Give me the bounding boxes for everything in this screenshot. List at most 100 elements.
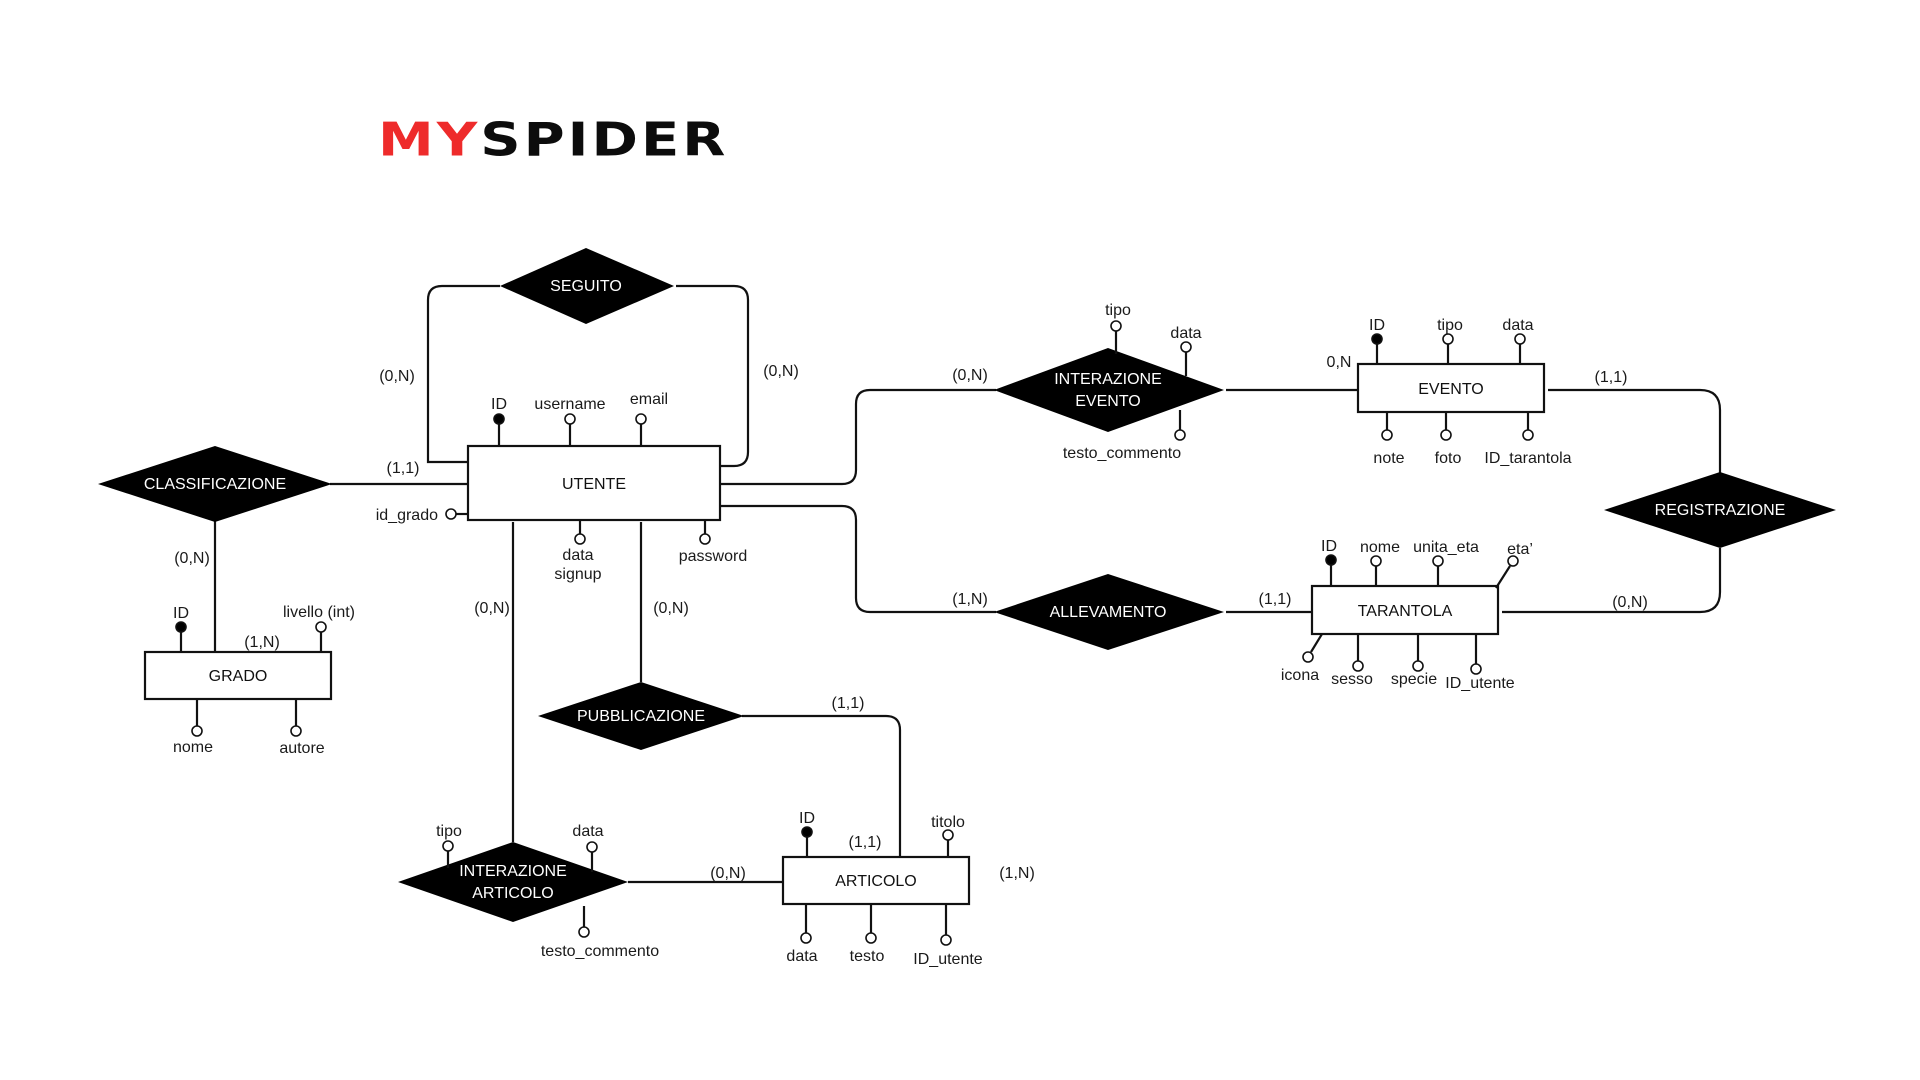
- relationship-allevamento: ALLEVAMENTO: [994, 574, 1224, 650]
- attr-interazione-articolo-testo-commento: testo_commento: [541, 943, 659, 960]
- connection-lines: [213, 284, 1722, 884]
- attr-evento-data: data: [1502, 317, 1533, 334]
- relationship-registrazione: REGISTRAZIONE: [1604, 472, 1836, 548]
- attr-interazione-evento-testo-commento: testo_commento: [1063, 445, 1181, 462]
- card-evento-registrazione: (1,1): [1595, 369, 1628, 386]
- entity-articolo: ARTICOLO: [781, 855, 971, 906]
- card-articolo-id: (1,1): [849, 834, 882, 851]
- attr-tarantola-id-utente: ID_utente: [1445, 675, 1514, 692]
- entity-utente-label: UTENTE: [562, 476, 626, 493]
- relationship-interazione-evento: INTERAZIONE EVENTO: [994, 348, 1224, 432]
- attr-tarantola-unita-eta: unita_eta: [1413, 539, 1479, 556]
- attr-tarantola-icona: icona: [1281, 667, 1319, 684]
- relationship-pubblicazione-label: PUBBLICAZIONE: [577, 708, 705, 725]
- card-utente-pubblicazione: (0,N): [653, 600, 689, 617]
- attr-interazione-articolo-tipo: tipo: [436, 823, 462, 840]
- attr-evento-tipo: tipo: [1437, 317, 1463, 334]
- attr-evento-note: note: [1373, 450, 1404, 467]
- entity-evento-label: EVENTO: [1418, 381, 1484, 398]
- card-seguito-left: (0,N): [379, 368, 415, 385]
- attributes-utente: ID username email id_grado data signup p…: [376, 391, 748, 583]
- attr-evento-id: ID: [1369, 317, 1385, 334]
- attr-utente-id-grado: id_grado: [376, 507, 438, 524]
- card-articolo-interazione-articolo: (0,N): [710, 865, 746, 882]
- attr-utente-data-signup-2: signup: [554, 566, 601, 583]
- entity-tarantola-label: TARANTOLA: [1358, 603, 1453, 620]
- myspider-logo: MYSPIDER: [378, 118, 728, 164]
- card-articolo-right: (1,N): [999, 865, 1035, 882]
- relationship-allevamento-label: ALLEVAMENTO: [1050, 604, 1167, 621]
- attr-evento-id-marker: [1371, 333, 1383, 345]
- cardinalities: (0,N) (0,N) (1,1) (0,N) (1,N) (0,N) 0,N …: [174, 354, 1648, 882]
- link-seguito-left: [426, 284, 500, 464]
- attr-tarantola-sesso: sesso: [1331, 671, 1373, 688]
- card-grado-classificazione: (1,N): [244, 634, 280, 651]
- attr-tarantola-id: ID: [1321, 538, 1337, 555]
- link-seguito-right: [676, 284, 750, 468]
- attr-articolo-titolo: titolo: [931, 814, 965, 831]
- attr-grado-nome: nome: [173, 739, 213, 756]
- relationship-pubblicazione: PUBBLICAZIONE: [538, 682, 744, 750]
- attr-interazione-articolo-data: data: [572, 823, 603, 840]
- entity-grado: GRADO: [143, 650, 333, 701]
- card-utente-allevamento: (1,N): [952, 591, 988, 608]
- attr-tarantola-eta: eta’: [1507, 541, 1533, 558]
- attr-grado-autore: autore: [279, 740, 324, 757]
- attr-tarantola-nome: nome: [1360, 539, 1400, 556]
- relationship-registrazione-label: REGISTRAZIONE: [1655, 502, 1786, 519]
- relationship-seguito-label: SEGUITO: [550, 278, 622, 295]
- attr-grado-id-marker: [175, 621, 187, 633]
- relationship-interazione-articolo: INTERAZIONE ARTICOLO: [398, 842, 628, 922]
- attr-evento-foto: foto: [1435, 450, 1462, 467]
- link-pubblicazione-articolo: [742, 714, 902, 858]
- attributes-tarantola: ID nome unita_eta eta’ icona sesso speci…: [1281, 538, 1533, 692]
- attributes-evento: ID tipo data note foto ID_tarantola: [1369, 317, 1572, 467]
- attr-interazione-evento-tipo: tipo: [1105, 302, 1131, 319]
- entity-grado-label: GRADO: [209, 668, 268, 685]
- attr-utente-id: ID: [491, 396, 507, 413]
- entity-articolo-label: ARTICOLO: [835, 873, 917, 890]
- relationship-classificazione-label: CLASSIFICAZIONE: [144, 476, 286, 493]
- attributes-interazione-articolo: tipo data testo_commento: [436, 823, 659, 960]
- attr-articolo-data: data: [786, 948, 817, 965]
- entity-tarantola: TARANTOLA: [1310, 584, 1500, 636]
- card-utente-classificazione: (1,1): [387, 460, 420, 477]
- relationship-interazione-evento-label-1: INTERAZIONE: [1054, 371, 1162, 388]
- link-utente-interazione-evento: [720, 388, 996, 486]
- card-articolo-pubblicazione: (1,1): [832, 695, 865, 712]
- attr-tarantola-id-marker: [1325, 554, 1337, 566]
- attr-utente-password: password: [679, 548, 747, 565]
- attributes-articolo: ID titolo data testo ID_utente: [786, 810, 982, 968]
- attr-utente-username: username: [534, 396, 605, 413]
- relationship-interazione-evento-label-2: EVENTO: [1075, 393, 1141, 410]
- attr-utente-id-marker: [493, 413, 505, 425]
- attr-articolo-id-marker: [801, 826, 813, 838]
- relationship-seguito: SEGUITO: [500, 248, 674, 324]
- attributes-interazione-evento: tipo data testo_commento: [1063, 302, 1202, 462]
- relationship-interazione-articolo-label-1: INTERAZIONE: [459, 863, 567, 880]
- attr-articolo-testo: testo: [850, 948, 885, 965]
- link-evento-registrazione: [1548, 388, 1722, 474]
- attr-evento-id-tarantola: ID_tarantola: [1484, 450, 1571, 467]
- entity-utente: UTENTE: [466, 444, 722, 522]
- card-utente-interazione-articolo: (0,N): [474, 600, 510, 617]
- entity-evento: EVENTO: [1356, 362, 1546, 414]
- attr-grado-livello: livello (int): [283, 604, 355, 621]
- relationship-interazione-articolo-label-2: ARTICOLO: [472, 885, 554, 902]
- logo-spider: SPIDER: [480, 113, 729, 168]
- card-evento-interazione-evento: 0,N: [1327, 354, 1352, 371]
- card-tarantola-registrazione: (0,N): [1612, 594, 1648, 611]
- card-utente-interazione-evento: (0,N): [952, 367, 988, 384]
- relationship-classificazione: CLASSIFICAZIONE: [98, 446, 332, 522]
- attr-utente-data-signup-1: data: [562, 547, 593, 564]
- link-registrazione-tarantola: [1502, 548, 1722, 614]
- attr-grado-id: ID: [173, 605, 189, 622]
- logo-my: MY: [378, 113, 481, 168]
- attr-articolo-id: ID: [799, 810, 815, 827]
- attr-articolo-id-utente: ID_utente: [913, 951, 982, 968]
- card-seguito-right: (0,N): [763, 363, 799, 380]
- attr-utente-email: email: [630, 391, 668, 408]
- card-classificazione-grado: (0,N): [174, 550, 210, 567]
- card-tarantola-allevamento: (1,1): [1259, 591, 1292, 608]
